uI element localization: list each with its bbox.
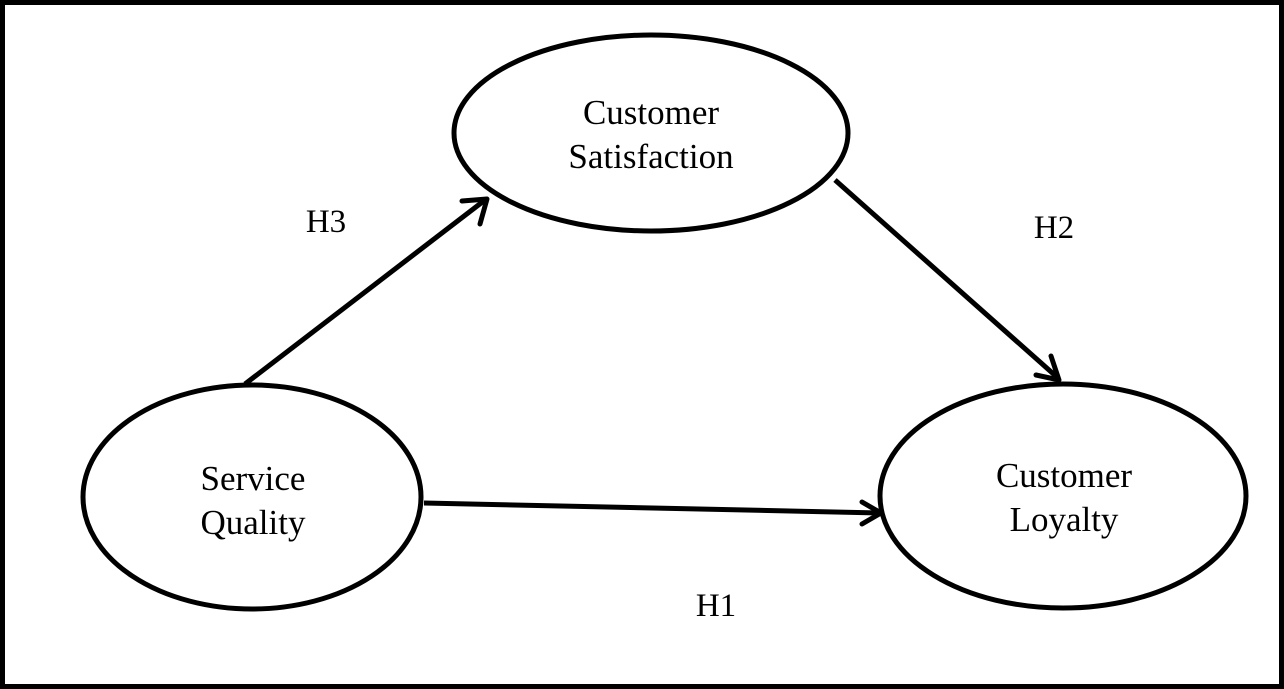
node-service-quality-ellipse (80, 382, 424, 612)
edge-h3-line (243, 198, 487, 386)
edge-h3-label: H3 (306, 204, 346, 240)
node-customer-loyalty-label-line1: Customer (996, 456, 1132, 495)
node-customer-loyalty: Customer Loyalty (877, 381, 1249, 611)
edge-h1-line (423, 500, 881, 516)
edge-h1-label: H1 (696, 588, 736, 624)
edge-h3-arrowhead (459, 196, 490, 227)
node-service-quality-label-line1: Service (201, 459, 306, 498)
edge-h2-label: H2 (1034, 210, 1074, 246)
edge-h3 (243, 196, 490, 386)
edge-h2 (833, 178, 1062, 383)
node-customer-satisfaction: Customer Satisfaction (451, 32, 851, 234)
node-customer-satisfaction-label-line1: Customer (583, 93, 719, 132)
node-customer-loyalty-ellipse (877, 381, 1249, 611)
node-service-quality-label-line2: Quality (201, 503, 306, 542)
node-customer-satisfaction-ellipse (451, 32, 851, 234)
edge-h1 (423, 499, 884, 527)
node-customer-loyalty-label-line2: Loyalty (1010, 500, 1119, 539)
edge-h2-arrowhead (1033, 353, 1062, 383)
node-customer-satisfaction-label-line2: Satisfaction (568, 137, 733, 176)
node-service-quality: Service Quality (80, 382, 424, 612)
edge-h2-line (833, 178, 1060, 380)
